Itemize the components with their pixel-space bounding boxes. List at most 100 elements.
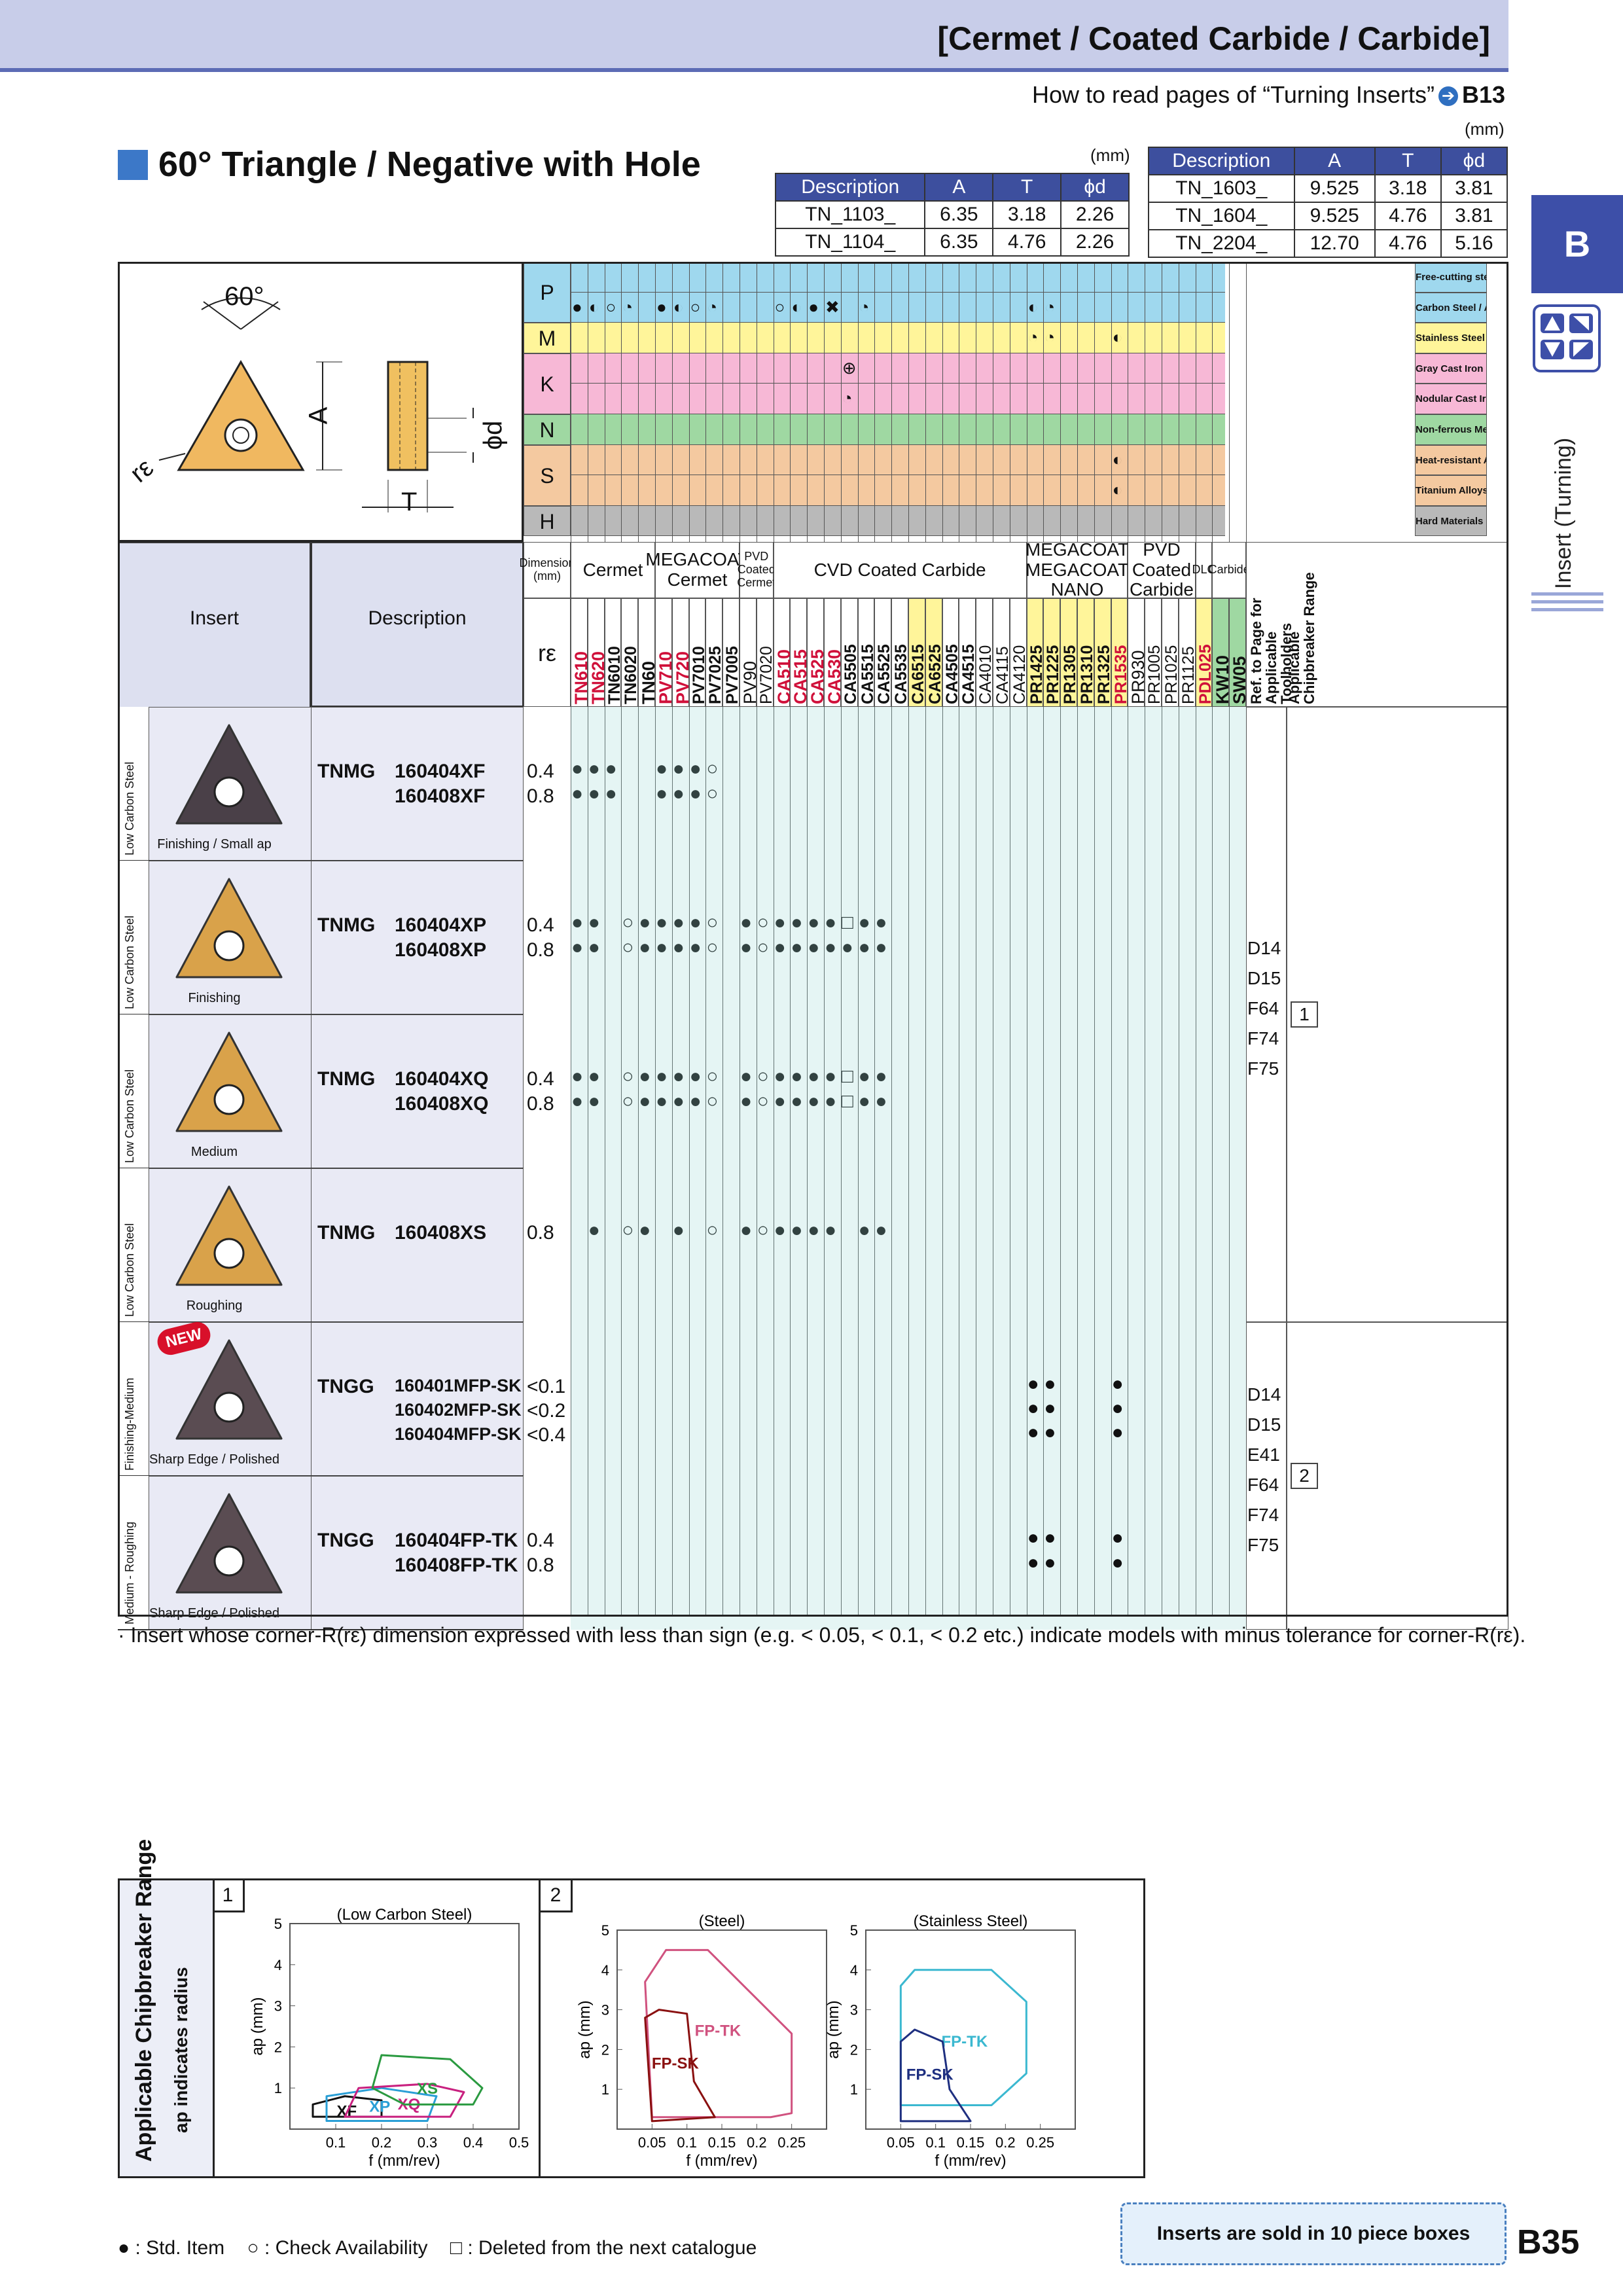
ref-page: F74: [1247, 1505, 1279, 1525]
y-tick-label: 2: [274, 2039, 282, 2055]
dim-cell: TN_1604_: [1148, 202, 1295, 230]
material-mark: ◔: [1027, 327, 1039, 348]
grid-line: [671, 262, 673, 1617]
availability-mark: ●: [656, 783, 668, 804]
material-mark: ○: [774, 296, 785, 317]
material-mark: ○: [690, 296, 701, 317]
series-outline-fp-tk: [644, 1948, 793, 2119]
grade-cell: [1195, 598, 1213, 707]
material-label: Heat-resistant Alloys: [1415, 444, 1487, 476]
insert-photo: [157, 1026, 301, 1138]
series-outline-fp-sk: [644, 2009, 716, 2123]
insert-prefix: TNMG: [317, 1222, 376, 1244]
availability-mark: ●: [656, 937, 668, 958]
group-header: MEGACOAT Cermet: [645, 542, 749, 598]
insert-description: 160408XF: [395, 785, 486, 807]
insert-description: 160401MFP-SK: [395, 1376, 522, 1395]
chip-cell: [1287, 1322, 1508, 1630]
grade-cell: [621, 598, 639, 707]
grade-cell: [1060, 598, 1077, 707]
material-mark: ○: [605, 296, 616, 317]
grade-cell: [993, 598, 1010, 707]
availability-mark: ●: [639, 1219, 651, 1241]
availability-mark: ●: [672, 1066, 685, 1087]
dim-cell: 6.35: [924, 228, 994, 257]
availability-mark: ●: [672, 758, 685, 780]
group-header: Carbide: [1209, 542, 1250, 598]
side-label: Insert (Turning): [1551, 437, 1576, 589]
insert-photo: [157, 1334, 301, 1445]
availability-mark: ●: [571, 937, 584, 958]
y-tick-label: 4: [850, 1962, 858, 1979]
material-label: Nodular Cast Iron: [1415, 384, 1487, 414]
availability-mark: ●: [1111, 1397, 1124, 1419]
legend: ● : Std. Item ○ : Check Availability □ :…: [118, 2237, 757, 2259]
grade-cell: [688, 598, 706, 707]
availability-mark: ●: [825, 912, 837, 933]
ref-header-bg: [1246, 542, 1508, 707]
availability-mark: ●: [841, 937, 853, 958]
material-mark: ✖: [825, 296, 840, 317]
chart-title: (Steel): [699, 1913, 745, 1930]
material-label: Titanium Alloys: [1415, 475, 1487, 506]
row-side-cell: [118, 1476, 149, 1630]
insert-description: 160402MFP-SK: [395, 1400, 522, 1420]
series-outline-xs: [371, 2054, 484, 2106]
group-header: PVD Coated Cermet: [737, 542, 776, 598]
corner-radius: 0.4: [527, 1068, 554, 1090]
availability-mark: ●: [656, 1066, 668, 1087]
insert-prefix: TNGG: [317, 1530, 374, 1551]
header-bar: [Cermet / Coated Carbide / Carbide]: [0, 0, 1508, 72]
availability-mark: ●: [791, 1219, 803, 1241]
grade-cell: [840, 598, 858, 707]
section-tab-b[interactable]: B: [1531, 195, 1623, 293]
dim-cell: 9.525: [1293, 202, 1376, 230]
availability-mark: ●: [689, 912, 702, 933]
material-code: N: [524, 414, 571, 445]
chipbreaker-title: Applicable Chipbreaker Range: [132, 1839, 156, 2162]
availability-mark: ●: [639, 937, 651, 958]
availability-mark: ○: [622, 1219, 634, 1241]
howto-link[interactable]: How to read pages of “Turning Inserts”➔B…: [1032, 81, 1505, 108]
grade-cell: [1026, 598, 1044, 707]
legend-avail: ○ : Check Availability: [247, 2237, 428, 2259]
y-axis-label: ap (mm): [251, 1997, 266, 2055]
material-label: Carbon Steel / Alloy Steel: [1415, 292, 1487, 323]
y-tick-label: 5: [601, 1922, 609, 1939]
stripe: [1531, 600, 1603, 603]
insert-photo: [157, 1488, 301, 1599]
availability-mark: ●: [656, 912, 668, 933]
desc-cell: [311, 1168, 524, 1322]
range-tag: 1: [1291, 1001, 1318, 1028]
dim-cell: 5.16: [1440, 229, 1508, 258]
availability-mark: ●: [875, 1090, 887, 1112]
availability-mark: ●: [808, 1090, 820, 1112]
availability-mark: ●: [1111, 1552, 1124, 1573]
square-bullet-icon: [118, 150, 148, 180]
grid-line: [1111, 262, 1112, 1617]
chart-title: (Low Carbon Steel): [337, 1907, 473, 1924]
stripe: [1531, 592, 1603, 596]
grid-line: [1043, 262, 1044, 1617]
availability-mark: □: [841, 1066, 853, 1087]
y-tick-label: 4: [601, 1962, 609, 1979]
availability-mark: ●: [808, 1219, 820, 1241]
series-label: FP-TK: [695, 2022, 741, 2040]
availability-mark: ●: [588, 783, 600, 804]
x-tick-label: 0.25: [1026, 2134, 1054, 2151]
x-tick-label: 0.4: [463, 2134, 484, 2151]
availability-mark: ●: [656, 1090, 668, 1112]
divider: [539, 1880, 541, 2176]
dim-cell: 4.76: [1374, 202, 1442, 230]
availability-mark: ●: [571, 1090, 584, 1112]
availability-mark: ●: [740, 1066, 753, 1087]
availability-mark: ○: [706, 758, 719, 780]
dim-cell: 4.76: [1374, 229, 1442, 258]
grade-cell: [790, 598, 808, 707]
availability-mark: ●: [740, 1090, 753, 1112]
availability-mark: ○: [706, 1219, 719, 1241]
availability-mark: ●: [875, 937, 887, 958]
dim-cell: 3.18: [1374, 174, 1442, 203]
grade-cell: [1128, 598, 1145, 707]
